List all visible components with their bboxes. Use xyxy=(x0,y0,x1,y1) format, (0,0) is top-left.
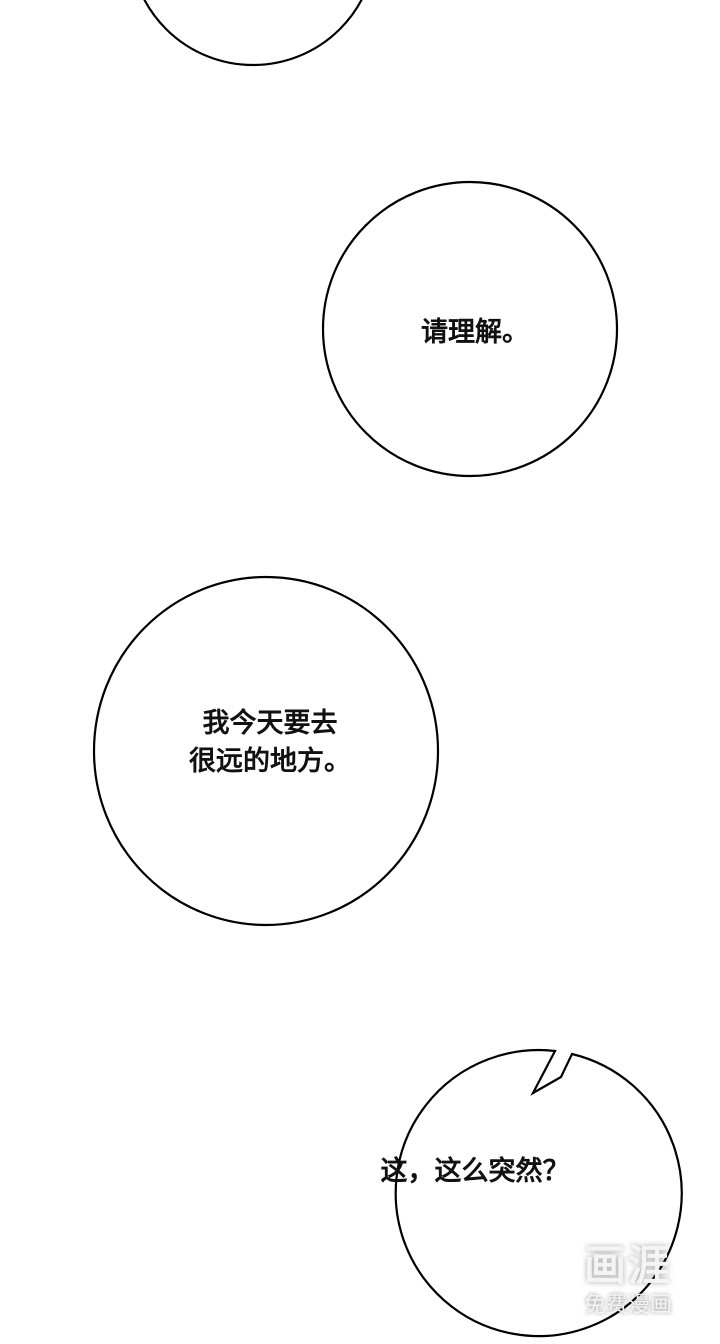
watermark: 画涯 免费漫画 xyxy=(566,1240,690,1320)
watermark-logo: 画涯 xyxy=(583,1241,672,1290)
watermark-subtitle: 免费漫画 xyxy=(583,1293,672,1318)
bubble-3-line-2: 很远的地方。 xyxy=(189,746,351,777)
bubble-3-text: 我今天要去 很远的地方。 xyxy=(150,705,390,781)
speech-bubble-top xyxy=(143,0,363,67)
bubble-3-line-1: 我今天要去 xyxy=(202,708,338,739)
bubble-4-text: 这，这么突然？ xyxy=(380,1156,570,1187)
speech-bubble-going-far xyxy=(92,575,440,927)
speech-bubble-so-sudden xyxy=(394,1049,683,1338)
speech-bubble-please-understand xyxy=(321,180,619,478)
bubble-2-text: 请理解。 xyxy=(421,317,529,348)
